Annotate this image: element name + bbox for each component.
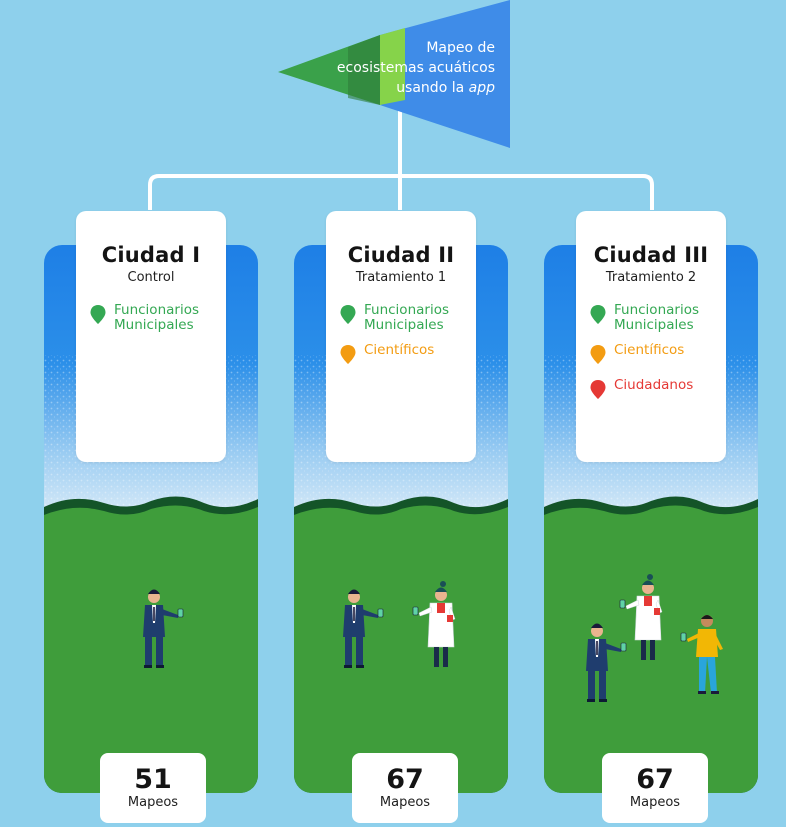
- header-line-3-italic: app: [468, 80, 495, 96]
- official-figure-2: [342, 589, 384, 669]
- mapeos-badge-3: 67 Mapeos: [602, 753, 708, 823]
- role-label: Científicos: [614, 342, 685, 358]
- city-title: Ciudad I: [101, 243, 201, 267]
- scientist-figure-2: [412, 580, 456, 668]
- mapeos-label: Mapeos: [127, 795, 179, 810]
- header-line-3: usando la app: [300, 78, 495, 98]
- header-line-1: Mapeo de: [426, 40, 495, 56]
- official-figure-3: [585, 623, 627, 703]
- role-label: Científicos: [364, 342, 435, 358]
- map-pin-icon: [590, 305, 606, 324]
- role-label: Funcionarios: [114, 302, 199, 318]
- map-pin-icon: [340, 305, 356, 324]
- role-label: Ciudadanos: [614, 377, 694, 393]
- map-pin-icon: [590, 380, 606, 399]
- header-line-2: ecosistemas acuáticos: [336, 60, 495, 76]
- mapeos-count: 51: [134, 764, 172, 795]
- city-subtitle: Control: [127, 270, 175, 285]
- mapeos-label: Mapeos: [629, 795, 681, 810]
- role-cientificos: Científicos: [590, 343, 726, 364]
- mapeos-label: Mapeos: [379, 795, 431, 810]
- role-cientificos: Científicos: [340, 343, 476, 364]
- city-title: Ciudad III: [593, 243, 709, 267]
- city-subtitle: Tratamiento 2: [605, 270, 697, 285]
- header-line-3-prefix: usando la: [396, 80, 469, 96]
- role-label: Funcionarios: [364, 302, 449, 318]
- city-title: Ciudad II: [347, 243, 455, 267]
- role-label: Municipales: [364, 317, 444, 333]
- role-label: Municipales: [114, 317, 194, 333]
- mapeos-count: 67: [636, 764, 674, 795]
- connector-lines: [148, 110, 654, 210]
- mapeos-badge-1: 51 Mapeos: [100, 753, 206, 823]
- map-pin-icon: [90, 305, 106, 324]
- city-subtitle: Tratamiento 1: [355, 270, 447, 285]
- map-pin-icon: [340, 345, 356, 364]
- header-title: Mapeo de ecosistemas acuáticos usando la…: [300, 38, 495, 98]
- role-label: Funcionarios: [614, 302, 699, 318]
- official-figure-1: [142, 589, 184, 669]
- role-ciudadanos: Ciudadanos: [590, 378, 726, 399]
- flag-banner-icon: [278, 0, 510, 148]
- mapeos-badge-2: 67 Mapeos: [352, 753, 458, 823]
- map-pin-icon: [590, 345, 606, 364]
- role-label: Municipales: [614, 317, 694, 333]
- mapeos-count: 67: [386, 764, 424, 795]
- citizen-figure-3: [680, 614, 724, 695]
